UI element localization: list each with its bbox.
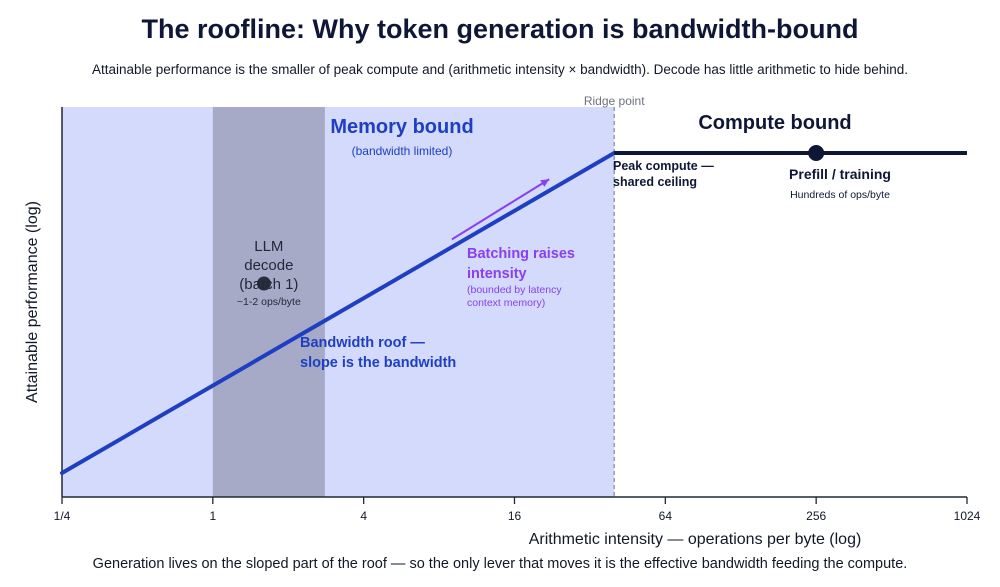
decode-note: ~1-2 ops/byte xyxy=(237,296,301,308)
ridge-label: Ridge point xyxy=(584,94,645,108)
x-axis-label: Arithmetic intensity — operations per by… xyxy=(529,531,862,548)
prefill-note: Hundreds of ops/byte xyxy=(790,189,890,201)
x-tick-label: 256 xyxy=(806,509,826,523)
batching-note: (bounded by latency xyxy=(467,284,562,296)
memory-bound-region xyxy=(62,107,615,497)
chart-footer: Generation lives on the sloped part of t… xyxy=(92,556,908,572)
bandwidth-roof-annotation: slope is the bandwidth xyxy=(300,355,456,371)
decode-label: (batch 1) xyxy=(239,276,298,293)
decode-label: LLM xyxy=(254,238,283,255)
batching-note: context memory) xyxy=(467,297,545,309)
x-tick-label: 16 xyxy=(508,509,522,523)
bandwidth-roof-annotation: Bandwidth roof — xyxy=(300,335,425,351)
prefill-label: Prefill / training xyxy=(789,166,891,182)
chart-subtitle: Attainable performance is the smaller of… xyxy=(91,62,909,77)
batching-arrowhead xyxy=(540,179,550,187)
batching-annotation: intensity xyxy=(467,266,527,282)
x-tick-label: 1 xyxy=(209,509,216,523)
batching-arrow xyxy=(451,178,550,241)
decode-point xyxy=(256,276,271,291)
chart-title: The roofline: Why token generation is ba… xyxy=(141,14,859,44)
decode-label: decode xyxy=(244,257,293,274)
memory-bound-subtitle: (bandwidth limited) xyxy=(352,144,453,158)
prefill-point xyxy=(808,145,825,161)
x-tick-label: 64 xyxy=(659,509,673,523)
batching-annotation: Batching raises xyxy=(467,246,575,262)
bandwidth-roof-line xyxy=(60,151,617,475)
peak-compute-annotation: Peak compute — xyxy=(613,159,714,173)
x-tick-label: 1024 xyxy=(954,509,981,523)
y-axis-label: Attainable performance (log) xyxy=(24,201,41,403)
x-tick-label: 1/4 xyxy=(54,509,71,523)
peak-compute-annotation: shared ceiling xyxy=(613,175,697,189)
memory-bound-title: Memory bound xyxy=(330,116,473,138)
compute-bound-title: Compute bound xyxy=(698,112,851,134)
x-tick-label: 4 xyxy=(360,509,367,523)
decode-band xyxy=(212,107,325,497)
